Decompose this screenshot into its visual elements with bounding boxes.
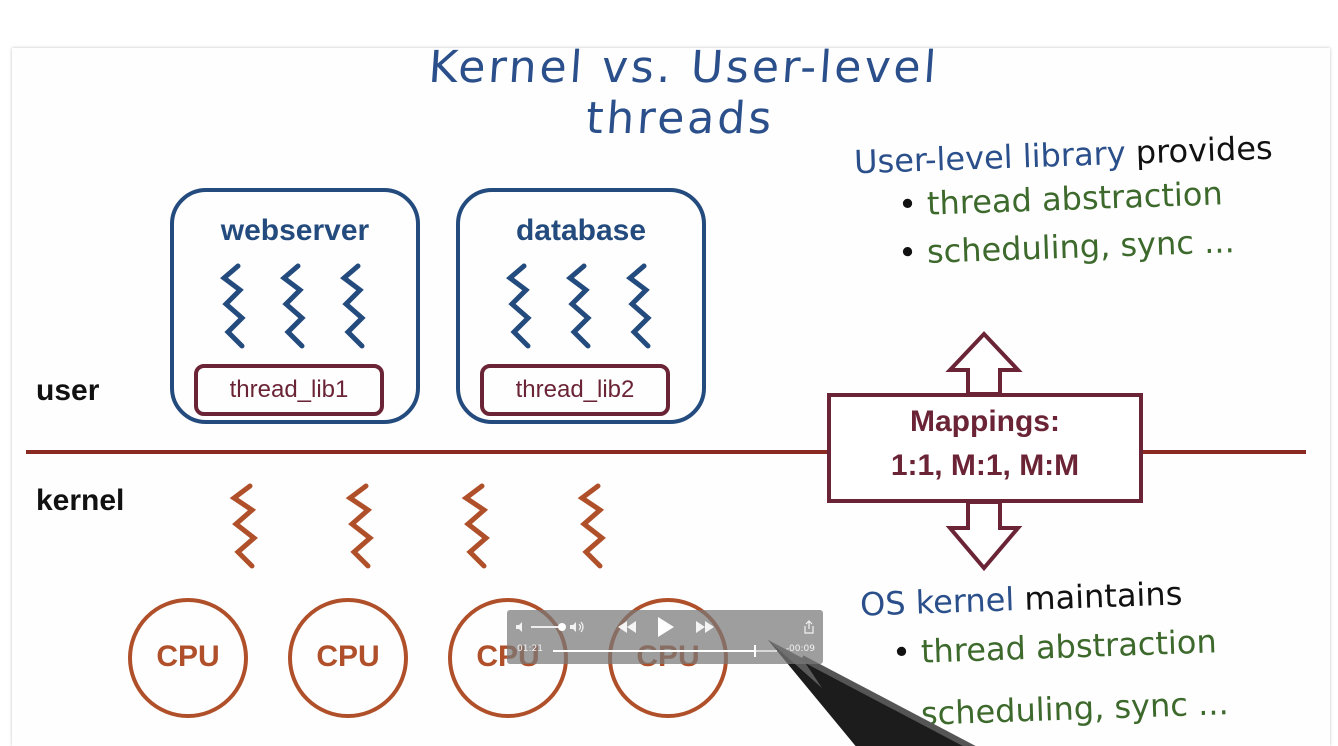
down-arrow-icon: [945, 500, 1023, 572]
progress-played: [553, 650, 755, 652]
fast-forward-icon[interactable]: [695, 620, 715, 634]
cpu-circle: CPU: [288, 598, 408, 718]
process-box-database: database thread_lib2: [456, 188, 706, 424]
share-icon[interactable]: [803, 620, 815, 634]
slide-title: Kernel vs. User-level threads: [426, 48, 941, 144]
remaining-time: -00:09: [785, 644, 815, 654]
mappings-box: Mappings: 1:1, M:1, M:M: [827, 393, 1143, 503]
current-time: 01:21: [517, 644, 543, 654]
video-player-controls[interactable]: 01:21 -00:09: [507, 610, 823, 664]
thread-library-box: thread_lib2: [480, 364, 670, 416]
process-box-webserver: webserver thread_lib1: [170, 188, 420, 424]
user-notes-item-text: scheduling, sync ...: [926, 222, 1236, 271]
cpu-circle: CPU: [128, 598, 248, 718]
thread-library-box: thread_lib1: [194, 364, 384, 416]
user-notes-heading-colored: User-level library: [853, 133, 1127, 182]
kernel-notes-heading-plain: maintains: [1023, 574, 1183, 618]
user-threads-icon: [220, 263, 366, 349]
progress-scrubber[interactable]: [753, 645, 756, 657]
volume-slider[interactable]: [531, 626, 565, 628]
kernel-threads-icon: [229, 483, 606, 569]
mappings-values: 1:1, M:1, M:M: [890, 449, 1080, 482]
user-notes-item: •thread abstraction: [897, 174, 1224, 224]
play-icon[interactable]: [655, 616, 675, 638]
user-notes-item: •scheduling, sync ...: [897, 222, 1236, 272]
top-bar: [0, 0, 1338, 48]
user-threads-icon: [506, 263, 652, 349]
kernel-space-label: kernel: [36, 484, 125, 517]
kernel-notes-heading: OS kernel maintains: [859, 574, 1182, 623]
volume-knob[interactable]: [558, 623, 566, 631]
progress-bar[interactable]: [553, 645, 777, 657]
process-name: webserver: [220, 214, 370, 247]
user-kernel-divider: [26, 450, 1306, 454]
rewind-icon[interactable]: [617, 620, 637, 634]
user-notes-heading-plain: provides: [1135, 128, 1274, 172]
up-arrow-icon: [945, 331, 1023, 396]
user-space-label: user: [36, 374, 100, 407]
process-name: database: [515, 214, 647, 247]
user-notes-item-text: thread abstraction: [926, 174, 1224, 223]
kernel-notes-heading-colored: OS kernel: [859, 580, 1015, 624]
mappings-title: Mappings:: [910, 405, 1060, 438]
volume-max-icon[interactable]: [569, 621, 585, 633]
mute-icon[interactable]: [515, 621, 527, 633]
